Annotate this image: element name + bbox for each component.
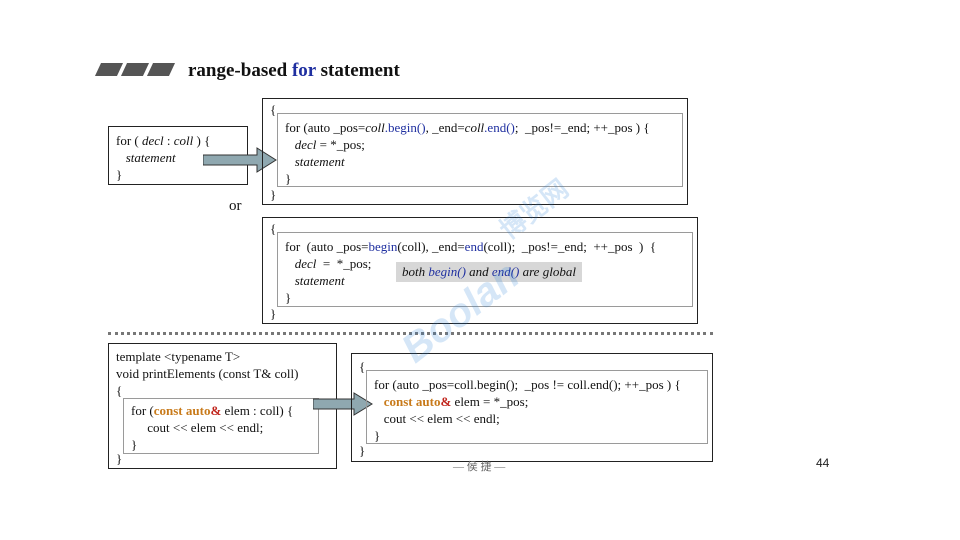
right-arrow-icon	[313, 392, 373, 416]
expansion-global-code: for (auto _pos=begin(coll), _end=end(col…	[285, 239, 657, 305]
or-label: or	[229, 198, 242, 214]
template-loop-code: for (const auto& elem : coll) { cout << …	[131, 403, 294, 452]
expansion-member-box: { for (auto _pos=coll.begin(), _end=coll…	[262, 98, 688, 205]
expansion-member-inner: for (auto _pos=coll.begin(), _end=coll.e…	[277, 113, 683, 187]
close-brace: }	[270, 187, 277, 202]
template-expansion-inner: for (auto _pos=coll.begin(); _pos != col…	[366, 370, 708, 444]
footer-author: — 侯 捷 —	[453, 461, 506, 473]
title-decoration-bars	[94, 63, 176, 81]
range-for-code: for ( decl : coll ) { statement }	[116, 133, 211, 182]
global-note: both begin() and end() are global	[396, 262, 582, 282]
template-expansion-box: { for (auto _pos=coll.begin(); _pos != c…	[351, 353, 713, 462]
close-brace: }	[116, 451, 123, 466]
open-brace: {	[270, 102, 277, 117]
open-brace: {	[359, 359, 366, 374]
section-divider	[108, 332, 713, 335]
right-arrow-icon	[203, 147, 277, 173]
range-for-syntax-box: for ( decl : coll ) { statement }	[108, 126, 248, 185]
template-expansion-code: for (auto _pos=coll.begin(); _pos != col…	[374, 377, 681, 443]
template-header-code: template <typename T> void printElements…	[116, 349, 299, 398]
expansion-member-code: for (auto _pos=coll.begin(), _end=coll.e…	[285, 120, 650, 186]
slide-title: range-based for statement	[188, 60, 400, 81]
page-number: 44	[816, 456, 830, 470]
close-brace: }	[359, 443, 366, 458]
open-brace: {	[270, 221, 277, 236]
close-brace: }	[270, 306, 277, 321]
template-example-box: template <typename T> void printElements…	[108, 343, 337, 469]
expansion-global-inner: for (auto _pos=begin(coll), _end=end(col…	[277, 232, 693, 307]
template-loop-inner: for (const auto& elem : coll) { cout << …	[123, 398, 319, 454]
expansion-global-box: { for (auto _pos=begin(coll), _end=end(c…	[262, 217, 698, 324]
